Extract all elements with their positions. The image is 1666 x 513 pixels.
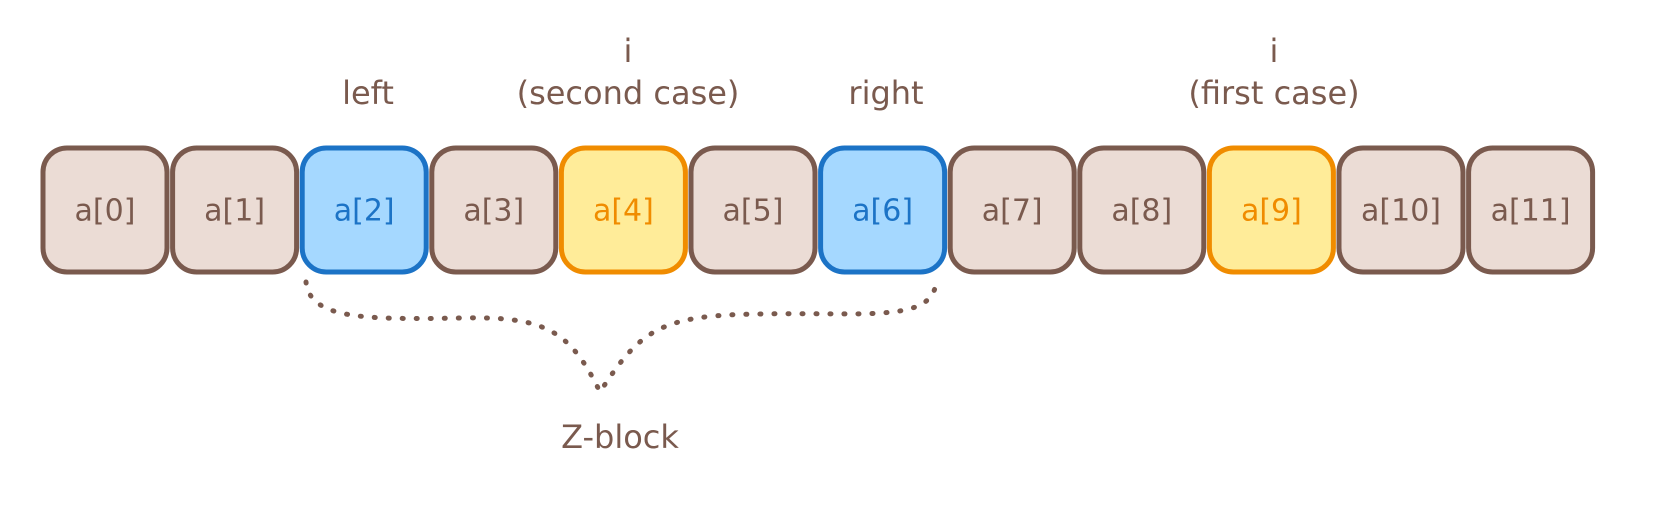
z-block-brace (303, 279, 938, 395)
array-cell-box (1077, 145, 1207, 275)
array-cell-box (558, 145, 688, 275)
array-cell-box (40, 145, 170, 275)
array-cell: a[9] (1206, 145, 1336, 275)
array-cell-label: a[9] (1241, 194, 1302, 229)
array-cell: a[4] (558, 145, 688, 275)
array-cell: a[3] (429, 145, 559, 275)
array-cell-label: a[1] (204, 194, 265, 229)
array-cell-label: a[11] (1491, 194, 1571, 229)
array-cell: a[0] (40, 145, 170, 275)
array-cell-label: a[6] (852, 194, 913, 229)
array-cell-box (688, 145, 818, 275)
array-cell: a[6] (818, 145, 948, 275)
array-cell: a[5] (688, 145, 818, 275)
array-cell-box (299, 145, 429, 275)
array-cell-label: a[5] (723, 194, 784, 229)
array-cell-label: a[4] (593, 194, 654, 229)
array-cell: a[1] (170, 145, 300, 275)
array-cell-label: a[2] (334, 194, 395, 229)
left-pointer-label: left (342, 74, 394, 112)
array-cell-box (429, 145, 559, 275)
array-cell: a[11] (1466, 145, 1596, 275)
array-cell-label: a[0] (75, 194, 136, 229)
i-second-case-pointer: i (624, 32, 633, 70)
array-cell-label: a[10] (1361, 194, 1441, 229)
array-cell-label: a[7] (982, 194, 1043, 229)
second-case-label: (second case) (517, 74, 740, 112)
array-cell-label: a[3] (463, 194, 524, 229)
array-cells: a[0] a[1] a[2] a[3] a[4] a[5] a[6] a[7] a[8] a[9]… (40, 145, 1596, 275)
array-cell-box (1466, 145, 1596, 275)
array-cell: a[10] (1336, 145, 1466, 275)
z-block-label: Z-block (561, 418, 679, 456)
first-case-label: (first case) (1188, 74, 1359, 112)
array-cell-box (818, 145, 948, 275)
right-pointer-label: right (848, 74, 923, 112)
array-cell-box (170, 145, 300, 275)
array-cell-box (947, 145, 1077, 275)
array-cell: a[7] (947, 145, 1077, 275)
array-cell-box (1206, 145, 1336, 275)
array-cell-box (1336, 145, 1466, 275)
array-cell: a[2] (299, 145, 429, 275)
array-cell-label: a[8] (1111, 194, 1172, 229)
array-cell: a[8] (1077, 145, 1207, 275)
i-first-case-pointer: i (1270, 32, 1279, 70)
